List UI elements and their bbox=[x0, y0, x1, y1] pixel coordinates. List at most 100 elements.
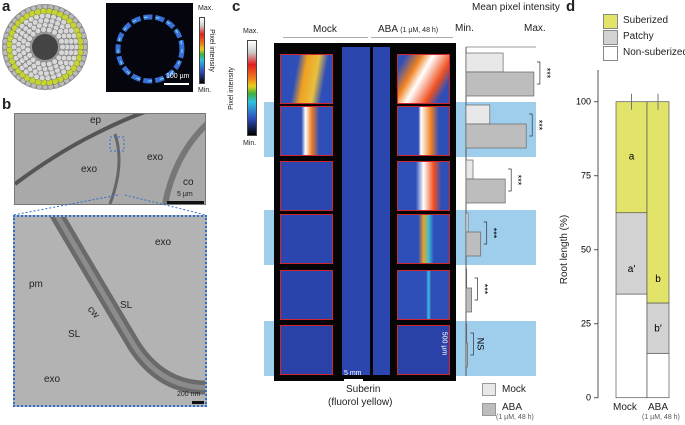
legend-label-suberized: Suberized bbox=[623, 15, 669, 26]
inset-image-mock bbox=[280, 161, 333, 211]
y-tick-label: 100 bbox=[576, 97, 591, 107]
bar-segment-patchy bbox=[615, 212, 648, 295]
cell bbox=[40, 61, 47, 68]
cell bbox=[28, 16, 35, 23]
scale-bar-label: 200 nm bbox=[177, 391, 201, 398]
y-tick-label: 25 bbox=[581, 319, 591, 329]
cell bbox=[26, 35, 33, 42]
panel-label-b: b bbox=[2, 96, 12, 113]
bar-segment-suberized bbox=[646, 101, 670, 304]
label-ep: ep bbox=[90, 115, 102, 126]
x-tick-aba: ABA bbox=[648, 402, 669, 413]
scale-bar-label: 100 µm bbox=[166, 73, 190, 80]
legend-swatch-patchy bbox=[603, 30, 618, 45]
colorbar-min-label: Min. bbox=[243, 140, 257, 147]
colorbar bbox=[199, 17, 205, 84]
cell bbox=[51, 58, 58, 65]
root-cross-section-diagram bbox=[2, 4, 88, 90]
zoom-connector-lines bbox=[12, 194, 207, 216]
label-co: co bbox=[183, 177, 194, 188]
significance-letter: a′ bbox=[628, 264, 636, 275]
cell bbox=[46, 27, 53, 34]
inset-image-mock bbox=[280, 325, 333, 375]
header-aba: ABA bbox=[378, 24, 398, 35]
cell bbox=[11, 38, 18, 45]
fluorescence-cross-section-image: 100 µm bbox=[106, 3, 193, 92]
significance-letter: b′ bbox=[654, 323, 662, 334]
scale-bar bbox=[192, 401, 204, 404]
legend-label-non-suberized: Non-suberized bbox=[623, 47, 685, 58]
inset-image-mock bbox=[280, 106, 333, 156]
scale-bar bbox=[167, 201, 204, 204]
root-scale-bar-label: 5 mm bbox=[344, 370, 362, 377]
cell bbox=[58, 49, 65, 56]
cell bbox=[55, 33, 62, 40]
bar-aba bbox=[465, 342, 468, 368]
root-strip-mock bbox=[342, 47, 370, 375]
inset-image-mock bbox=[280, 270, 333, 320]
bar-segment-non-suberized bbox=[615, 293, 648, 399]
cell bbox=[28, 71, 35, 78]
significance-label: *** bbox=[480, 284, 490, 295]
axis-min-label: Min. bbox=[455, 23, 474, 34]
bar-segment-non-suberized bbox=[646, 352, 670, 399]
scale-bar-label: 5 µm bbox=[177, 191, 193, 198]
legend-label-mock: Mock bbox=[502, 384, 526, 395]
root-strip-aba bbox=[373, 47, 390, 375]
cell bbox=[51, 29, 58, 36]
label-exo: exo bbox=[147, 152, 164, 163]
legend-label-aba-condition: (1 µM, 48 h) bbox=[496, 414, 534, 421]
legend-swatch-mock bbox=[482, 383, 496, 396]
significance-bracket bbox=[508, 168, 512, 192]
cell bbox=[24, 41, 31, 48]
significance-label: NS bbox=[475, 338, 485, 351]
scale-bar bbox=[164, 83, 189, 85]
legend-label-patchy: Patchy bbox=[623, 31, 654, 42]
cell bbox=[34, 27, 41, 34]
significance-letter: b bbox=[655, 274, 661, 285]
root-scale-bar bbox=[344, 379, 363, 381]
label-exo: exo bbox=[44, 374, 61, 385]
significance-bracket bbox=[483, 221, 488, 245]
bar-aba bbox=[465, 231, 482, 257]
stele bbox=[32, 34, 58, 60]
x-tick-mock: Mock bbox=[613, 402, 637, 413]
inset-image-aba bbox=[397, 106, 450, 156]
significance-bracket bbox=[529, 113, 533, 137]
inset-image-aba bbox=[397, 214, 450, 264]
header-line-aba bbox=[371, 37, 453, 38]
legend-swatch-aba bbox=[482, 403, 496, 416]
panel-label-a: a bbox=[2, 0, 11, 15]
cell bbox=[26, 52, 33, 59]
cell bbox=[58, 38, 65, 45]
chart-title: Mean pixel intensity bbox=[472, 2, 560, 13]
tem-zoom-image: exo pm cw SL SL exo 200 nm bbox=[13, 215, 207, 407]
cell bbox=[31, 63, 38, 70]
cell bbox=[34, 60, 41, 67]
label-exo: exo bbox=[155, 237, 172, 248]
cell bbox=[15, 41, 22, 48]
bar-aba bbox=[465, 287, 472, 313]
cell bbox=[30, 31, 37, 38]
header-mock: Mock bbox=[313, 24, 337, 35]
label-exo: exo bbox=[81, 164, 98, 175]
colorbar-max-label: Max. bbox=[198, 5, 214, 12]
caption-suberin: Suberin bbox=[346, 384, 381, 395]
y-tick-label: 0 bbox=[586, 393, 591, 403]
significance-label: *** bbox=[534, 120, 544, 131]
header-line-mock bbox=[283, 37, 368, 38]
cell bbox=[30, 56, 37, 63]
caption-fluorol-yellow: (fluorol yellow) bbox=[328, 397, 393, 408]
bar-aba bbox=[465, 178, 506, 204]
legend-label-aba: ABA bbox=[502, 402, 523, 413]
root-imaging-panel bbox=[274, 43, 456, 381]
inset-image-aba bbox=[397, 161, 450, 211]
cell bbox=[55, 54, 62, 61]
significance-bracket bbox=[470, 332, 474, 356]
inset-image-aba bbox=[397, 270, 450, 320]
y-tick-label: 75 bbox=[581, 171, 591, 181]
cell bbox=[32, 19, 39, 26]
significance-label: *** bbox=[489, 228, 499, 239]
